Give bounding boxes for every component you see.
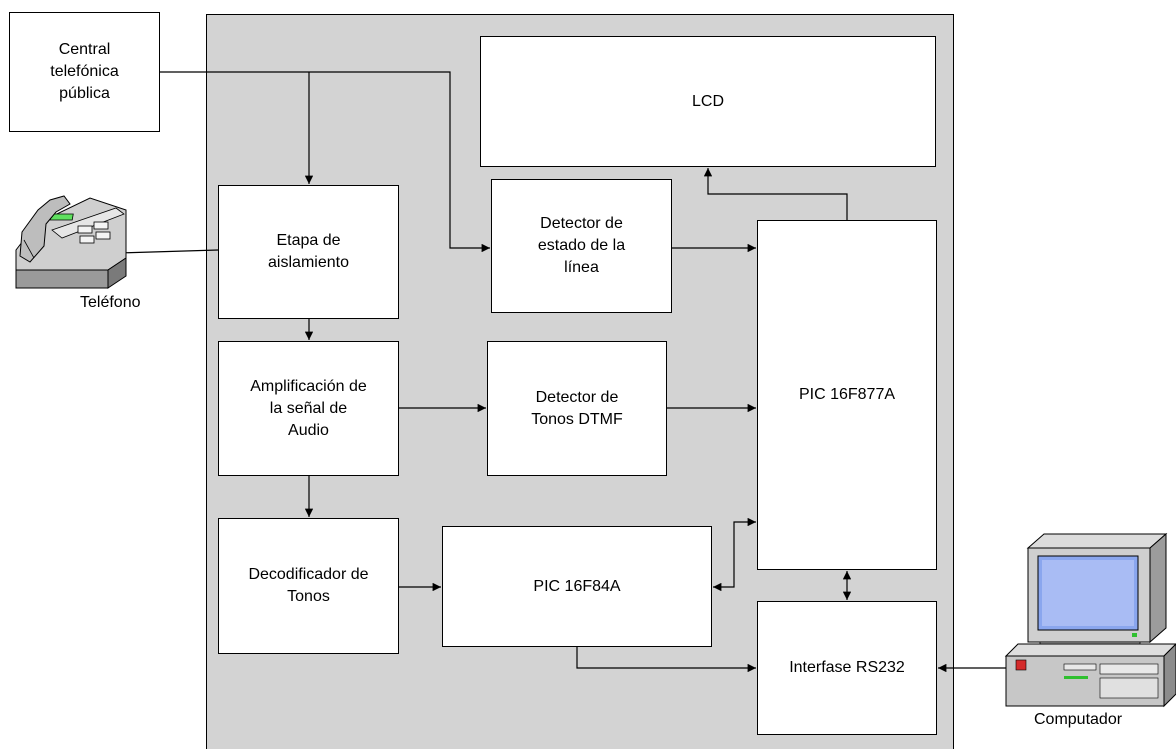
wire-pic84-to-rs232 [576, 647, 756, 673]
pic-16f877a-block: PIC 16F877A [757, 220, 937, 570]
detector-estado-linea-block: Detector de estado de la línea [491, 179, 672, 313]
lcd-block: LCD [480, 36, 936, 167]
telephone-icon [15, 195, 127, 289]
interfase-rs232-block: Interfase RS232 [757, 601, 937, 735]
central-telefonica-block: Central telefónica pública [9, 12, 160, 132]
interfase-rs232-label: Interfase RS232 [789, 659, 905, 676]
detector-dtmf-block: Detector de Tonos DTMF [487, 341, 667, 476]
computer-icon [1004, 532, 1176, 708]
etapa-aislamiento-block: Etapa de aislamiento [218, 185, 399, 319]
detector-estado-linea-label: Detector de estado de la línea [537, 215, 626, 276]
amplificacion-audio-label: Amplificación de la señal de Audio [250, 377, 367, 439]
pic-16f84a-label: PIC 16F84A [533, 577, 621, 595]
computador-label: Computador [1034, 711, 1123, 728]
pic-16f84a-block: PIC 16F84A [442, 526, 712, 647]
wire-pic877-to-lcd [703, 168, 848, 220]
decodificador-tonos-label: Decodificador de Tonos [248, 566, 369, 605]
amplificacion-audio-block: Amplificación de la señal de Audio [218, 341, 399, 476]
lcd-label: LCD [691, 92, 724, 110]
pic-16f877a-label: PIC 16F877A [798, 386, 896, 403]
telefono-label: Teléfono [80, 294, 141, 311]
wire-aislamiento-to-telefono [117, 248, 219, 257]
decodificador-tonos-block: Decodificador de Tonos [218, 518, 399, 654]
etapa-aislamiento-label: Etapa de aislamiento [268, 232, 349, 271]
central-telefonica-label: Central telefónica pública [50, 41, 119, 102]
detector-dtmf-label: Detector de Tonos DTMF [531, 388, 623, 428]
wire-pic84-pic877 [713, 517, 756, 592]
wire-central-to-bus [160, 71, 490, 253]
